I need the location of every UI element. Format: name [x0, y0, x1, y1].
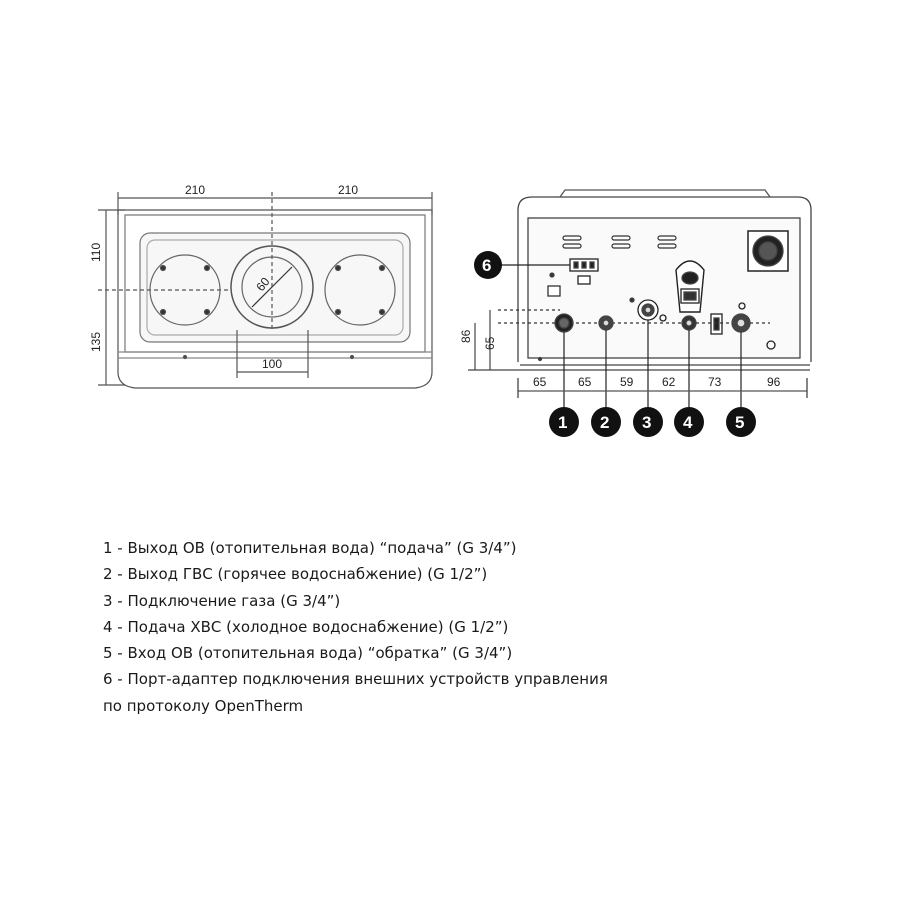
legend-item-1: 1 - Выход ОВ (отопительная вода) “подача… [103, 539, 517, 557]
legend-item-6: 6 - Порт-адаптер подключения внешних уст… [103, 670, 608, 689]
badge-connector-3-label: 3 [642, 413, 651, 432]
legend-item-4: 4 - Подача ХВС (холодное водоснабжение) … [103, 617, 509, 636]
connector-5-fitting [731, 313, 751, 333]
top-view [98, 192, 433, 389]
badge-connector-4-label: 4 [683, 413, 693, 432]
legend-item-5: 5 - Вход ОВ (отопительная вода) “обратка… [103, 644, 513, 663]
spacing-label-6: 96 [767, 375, 781, 389]
dim-height-inner: 65 [483, 336, 497, 350]
badge-connector-4: 4 [674, 407, 704, 437]
spacing-label-5: 73 [708, 375, 722, 389]
dim-right-width: 210 [338, 183, 358, 197]
connector-2-fitting [598, 315, 614, 331]
spacing-label-3: 59 [620, 375, 634, 389]
boiler-body-outline [517, 196, 812, 362]
badge-connector-1: 1 [549, 407, 579, 437]
dim-height-outer: 86 [459, 329, 473, 343]
badge-connector-3: 3 [633, 407, 663, 437]
top-view-panel [139, 232, 411, 343]
badge-connector-2-label: 2 [600, 413, 609, 432]
dim-bottom-height: 135 [89, 332, 103, 352]
opentherm-port [569, 258, 599, 285]
top-view-outline [117, 210, 433, 389]
spacing-label-1: 65 [533, 375, 547, 389]
connector-4-fitting [681, 315, 697, 331]
connector-3-fitting [637, 299, 659, 321]
badge-connector-1-label: 1 [558, 413, 567, 432]
spacing-label-2: 65 [578, 375, 592, 389]
badge-port-6: 6 [474, 251, 502, 279]
dim-flue-width: 100 [262, 357, 282, 371]
connector-1-fitting [554, 313, 574, 333]
spacing-label-4: 62 [662, 375, 676, 389]
legend-item-3: 3 - Подключение газа (G 3/4”) [103, 591, 341, 610]
legend-item-6-continued: по протоколу OpenTherm [103, 696, 304, 715]
legend-item-2: 2 - Выход ГВС (горячее водоснабжение) (G… [103, 565, 488, 584]
dim-left-width: 210 [185, 183, 205, 197]
dim-top-height: 110 [89, 243, 103, 262]
badge-connector-2: 2 [591, 407, 621, 437]
connections-legend: 1 - Выход ОВ (отопительная вода) “подача… [103, 535, 823, 719]
right-opening [324, 254, 396, 326]
badge-port-6-label: 6 [482, 256, 491, 275]
pressure-gauge-box [747, 230, 789, 272]
gas-valve [675, 260, 705, 313]
badge-connector-5-label: 5 [735, 413, 744, 432]
badge-connector-5: 5 [726, 407, 756, 437]
bottom-view [468, 189, 812, 408]
boiler-dimension-diagram: 210 210 110 135 60 100 [89, 183, 812, 437]
